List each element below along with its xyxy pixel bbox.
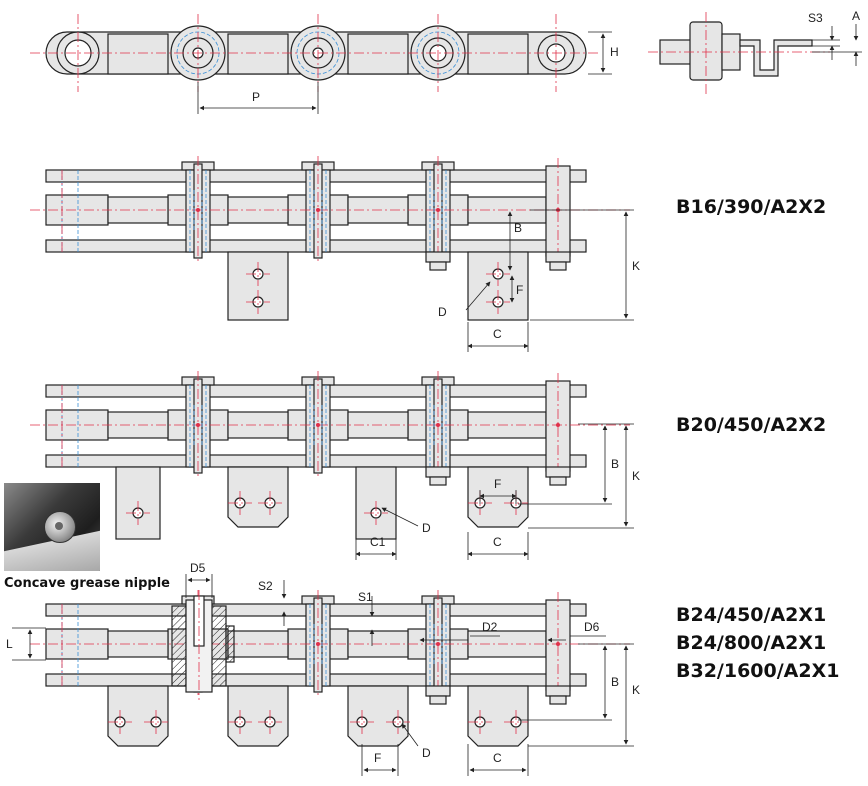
nut <box>425 685 451 697</box>
pin-center <box>436 423 440 427</box>
top-end-view <box>648 12 862 96</box>
dim-label-C1: C1 <box>370 535 386 549</box>
dim-label-P: P <box>252 90 260 104</box>
pin-center <box>436 642 440 646</box>
link-plate <box>107 33 169 75</box>
dim-label-K: K <box>632 683 640 697</box>
nut-washer <box>549 261 567 271</box>
nut <box>425 251 451 263</box>
grease-nipple-center <box>55 522 63 530</box>
model-label-chain1: B16/390/A2X2 <box>676 196 827 218</box>
dim-label-D2: D2 <box>482 620 498 634</box>
top-side-view <box>30 14 612 114</box>
dim-label-D: D <box>422 746 431 760</box>
section-bush <box>225 625 235 663</box>
dim-label-S2: S2 <box>258 579 273 593</box>
dim-label-A: A <box>852 9 860 23</box>
dim-A <box>812 24 862 66</box>
attachment-tab <box>467 685 529 747</box>
sectioned-link <box>171 590 235 700</box>
dim-label-D6: D6 <box>584 620 600 634</box>
attachment-tab <box>347 685 409 747</box>
chain-view-1 <box>30 156 630 321</box>
grease-nipple-photo <box>4 483 100 571</box>
attachment-tab <box>467 466 529 528</box>
end-attachment <box>739 39 813 77</box>
attachment-tab <box>227 466 289 528</box>
dim-label-C: C <box>493 327 502 341</box>
chain-view-3 <box>30 590 630 747</box>
dim-label-C: C <box>493 535 502 549</box>
dim-label-K: K <box>632 469 640 483</box>
dim-S3 <box>780 26 840 60</box>
dim-label-D: D <box>422 521 431 535</box>
end-center-lines <box>648 12 830 96</box>
dim-P <box>197 82 319 114</box>
attachment-tab <box>227 685 289 747</box>
center-lines <box>30 14 600 92</box>
chain-view-2 <box>30 371 630 540</box>
dim-label-H: H <box>610 45 619 59</box>
dim-label-S1: S1 <box>358 590 373 604</box>
model-label-chain3c: B32/1600/A2X1 <box>676 660 840 682</box>
nut-washer <box>429 695 447 705</box>
nut <box>545 685 571 697</box>
chain3-dimensions <box>12 574 634 776</box>
dim-label-C: C <box>493 751 502 765</box>
photo-caption: Concave grease nipple <box>4 576 171 591</box>
dim-label-B: B <box>611 457 619 471</box>
chain-views <box>30 156 630 747</box>
link-plate <box>227 33 289 75</box>
nut-washer <box>549 476 567 486</box>
dim-label-B: B <box>611 675 619 689</box>
dim-H <box>588 31 612 75</box>
chain2-dimensions <box>355 423 634 560</box>
dim-label-S3: S3 <box>808 11 823 25</box>
model-label-chain3b: B24/800/A2X1 <box>676 632 827 654</box>
nut <box>425 466 451 478</box>
dim-label-F: F <box>374 751 381 765</box>
dim-label-F: F <box>516 283 523 297</box>
dim-label-L: L <box>6 637 13 651</box>
dim-label-K: K <box>632 259 640 273</box>
dim-label-B: B <box>514 221 522 235</box>
nut-washer <box>549 695 567 705</box>
nut <box>545 466 571 478</box>
chain1-dimensions <box>465 209 634 352</box>
dim-label-F: F <box>494 477 501 491</box>
nut <box>545 251 571 263</box>
dim-label-D: D <box>438 305 447 319</box>
nut-washer <box>429 261 447 271</box>
model-label-chain3a: B24/450/A2X1 <box>676 604 827 626</box>
attachment-tab <box>107 685 169 747</box>
link-plate <box>347 33 409 75</box>
model-label-chain2: B20/450/A2X2 <box>676 414 827 436</box>
dim-label-D5: D5 <box>190 561 206 575</box>
link-plate <box>467 33 529 75</box>
pin-center <box>436 208 440 212</box>
nut-washer <box>429 476 447 486</box>
